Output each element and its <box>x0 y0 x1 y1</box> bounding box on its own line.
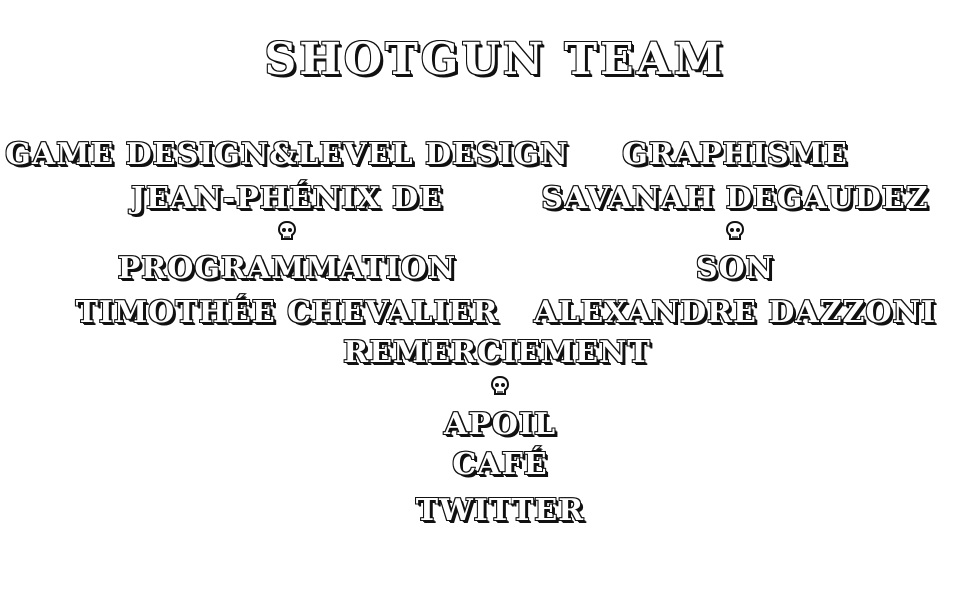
name-sound: Alexandre Dazzoni <box>533 295 937 330</box>
thanks-item: Twitter <box>415 493 585 528</box>
thanks-item: Apoil <box>443 407 557 442</box>
thanks-item: Café <box>451 447 548 482</box>
skull-icon <box>277 220 297 242</box>
name-programming: Timothée Chevalier <box>75 295 499 330</box>
skull-icon <box>490 375 510 397</box>
heading-design: Game Design&Level Design <box>4 137 569 172</box>
heading-graphics: Graphisme <box>621 137 848 172</box>
skull-icon <box>725 220 745 242</box>
name-graphics: Savanah Degaudez <box>540 181 929 216</box>
name-design: Jean-Phénix De <box>130 181 444 216</box>
credits-title: Shotgun Team <box>263 34 726 85</box>
heading-thanks: Remerciement <box>342 335 651 370</box>
heading-sound: Son <box>695 251 775 286</box>
heading-programming: Programmation <box>117 251 457 286</box>
